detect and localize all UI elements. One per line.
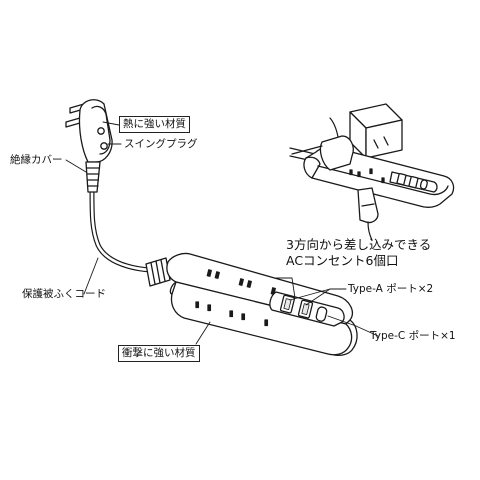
label-type-a: Type-A ポート×2 — [348, 283, 434, 295]
label-swing-plug: スイングプラグ — [124, 138, 198, 150]
label-ac-outlets-line2: ACコンセント6個口 — [286, 253, 399, 269]
label-heat-resistant: 熱に強い材質 — [119, 116, 190, 133]
label-insulation-cover: 絶縁カバー — [10, 154, 63, 166]
label-type-c: Type-C ポート×1 — [370, 330, 456, 342]
inset-front-plug — [357, 187, 379, 241]
inset-illustration — [289, 103, 455, 241]
label-impact-resistant: 衝撃に強い材質 — [118, 345, 200, 362]
cord — [89, 189, 153, 273]
side-outlets — [195, 301, 269, 327]
label-ac-outlets-line1: 3方向から差し込みできる — [286, 237, 432, 252]
inset-cube-adapter — [349, 103, 403, 159]
top-outlets — [206, 269, 276, 295]
inset-side-plug — [291, 135, 354, 171]
callout-lines — [65, 121, 379, 345]
label-protective-cord: 保護被ふくコード — [22, 288, 106, 300]
cord-boot — [145, 257, 171, 287]
label-ac-outlets: 3方向から差し込みできる ACコンセント6個口 — [286, 237, 431, 270]
type-c-port — [315, 306, 328, 322]
insulation-cover — [85, 161, 101, 193]
main-power-strip — [166, 252, 358, 356]
usb-port-panel — [269, 291, 345, 327]
swing-plug — [78, 99, 113, 163]
